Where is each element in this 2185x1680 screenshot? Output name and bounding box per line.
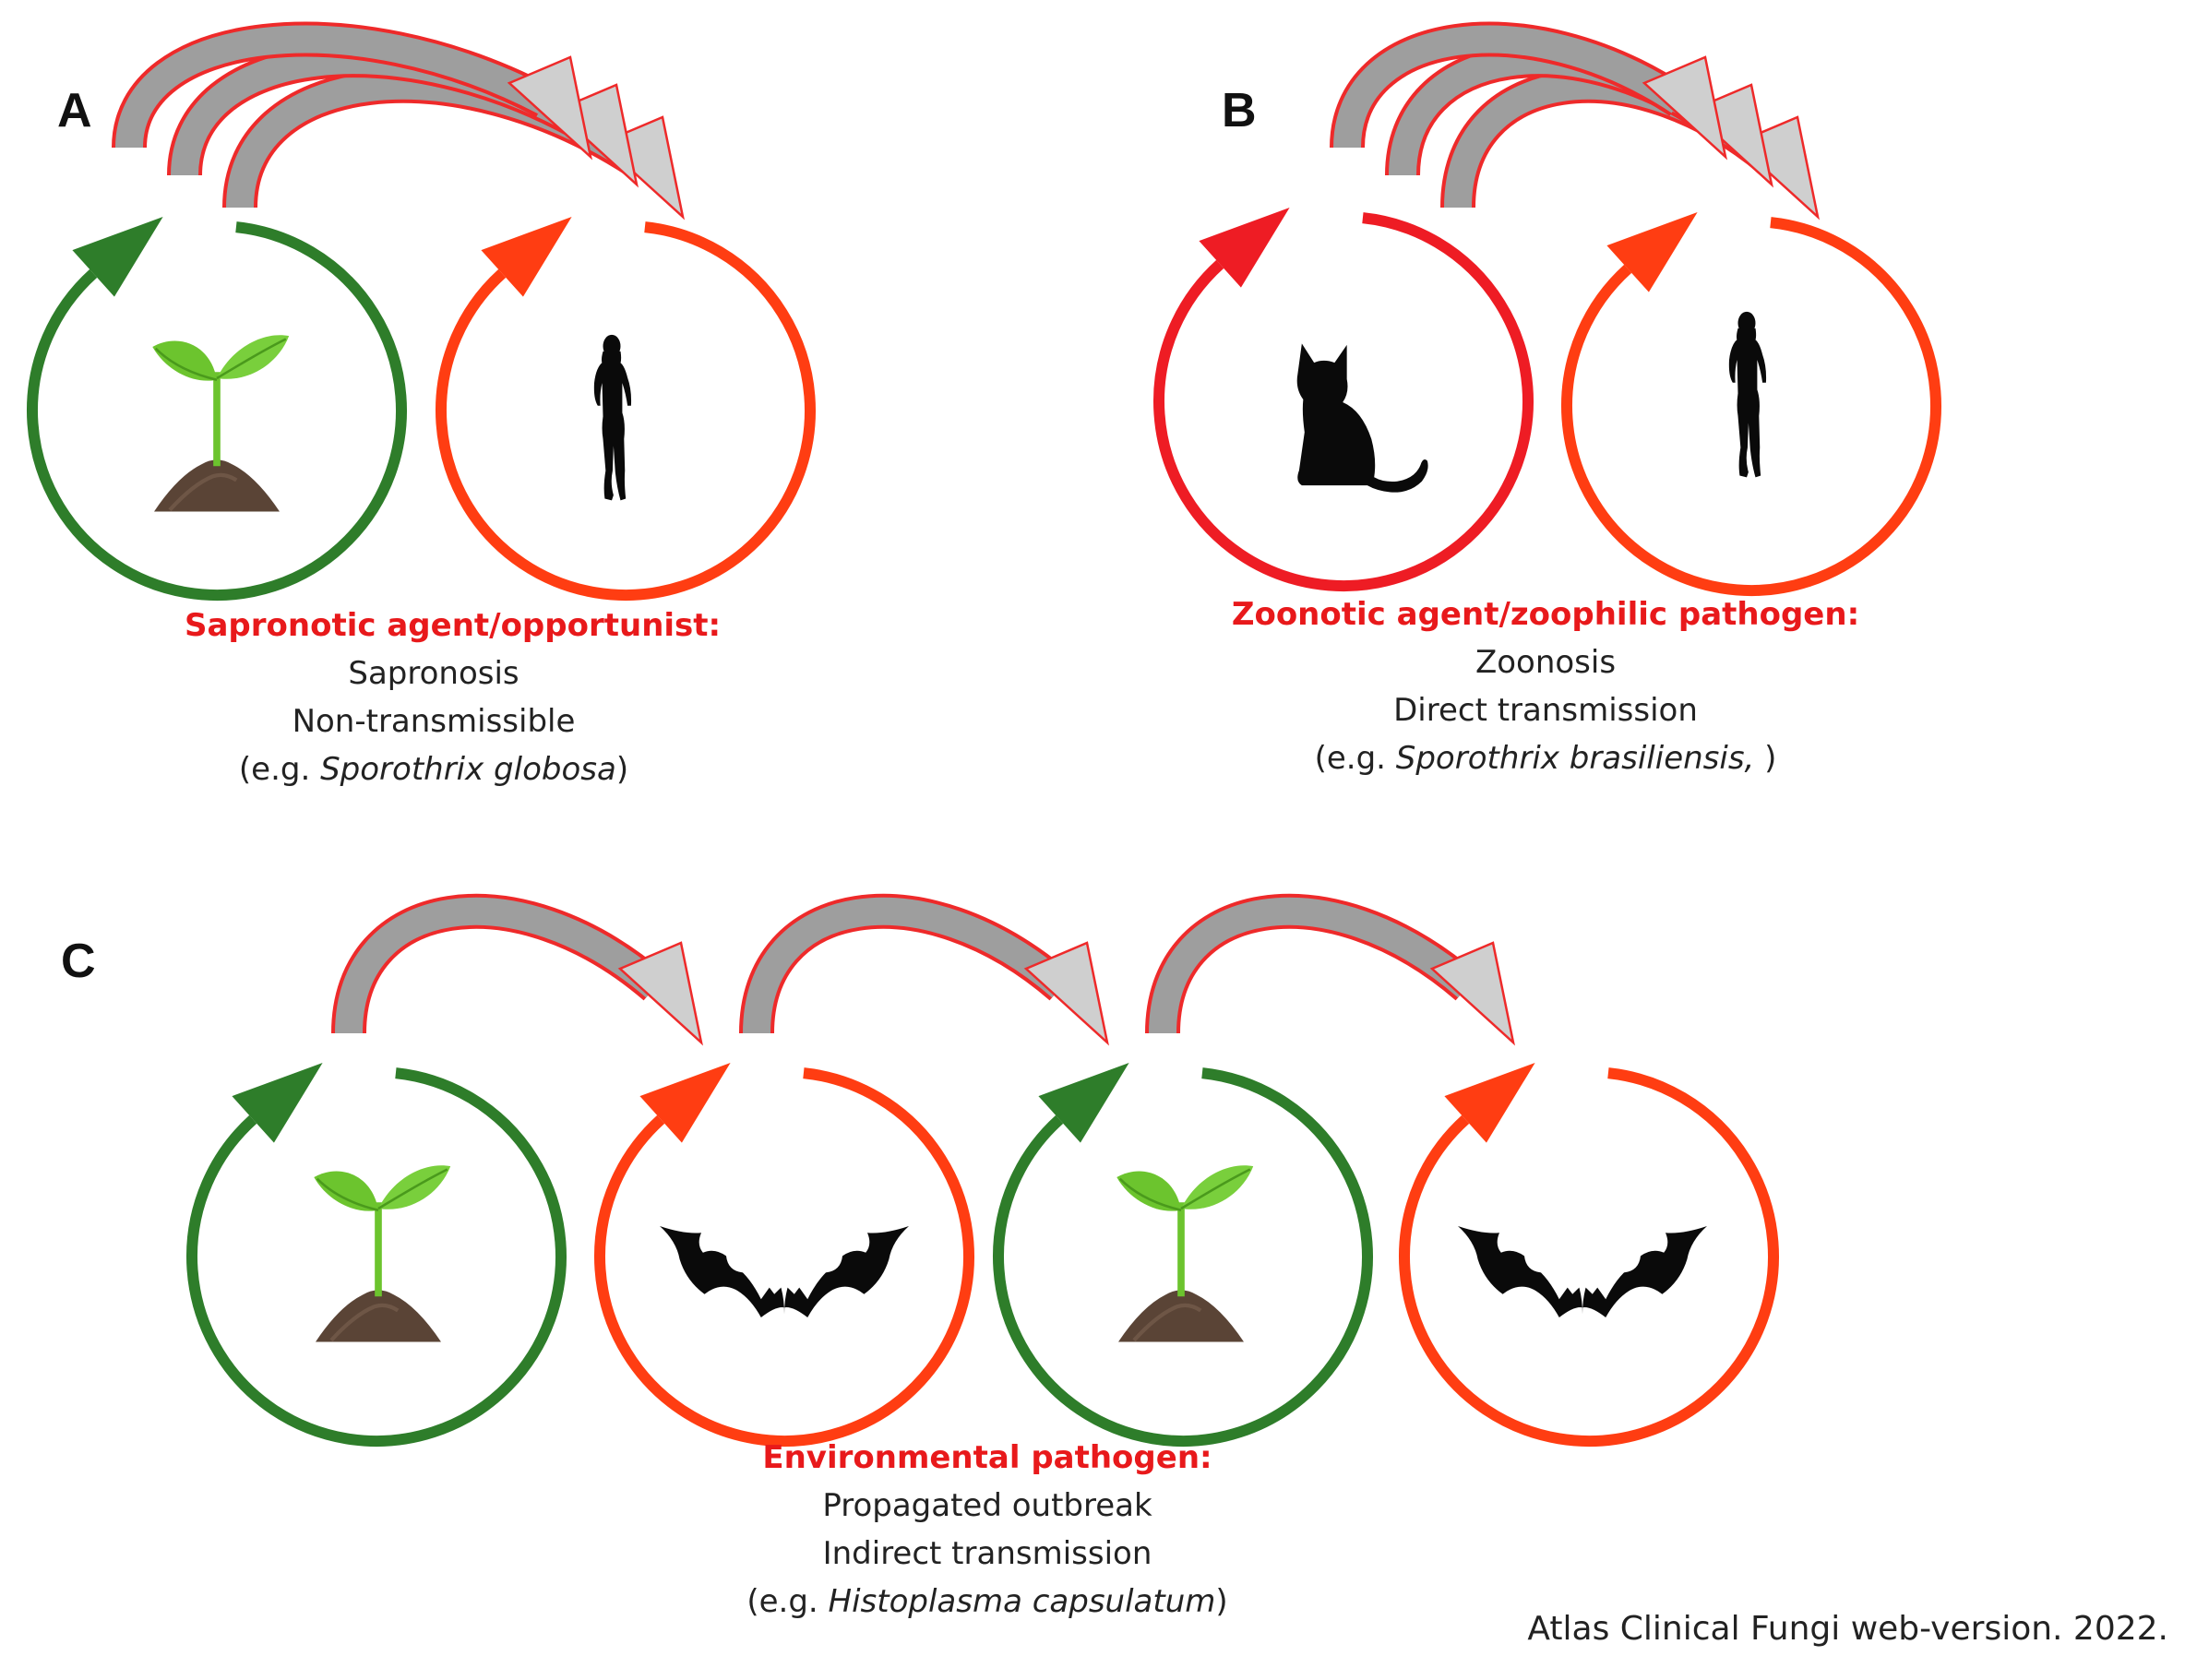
panel-b-example: (e.g. Sporothrix brasiliensis, ) — [1314, 740, 1777, 777]
panel-c-line1: Propagated outbreak — [822, 1487, 1152, 1524]
arrow-c-3-head — [1429, 941, 1515, 1046]
cycle-c-bat-1-ring — [594, 1067, 974, 1447]
walking-woman-icon — [593, 334, 632, 501]
cycle-b-cat-ring — [1153, 212, 1534, 591]
cat-icon — [1296, 343, 1428, 493]
arrow-b-1-head — [1642, 55, 1727, 161]
panel-c-line2: Indirect transmission — [822, 1535, 1152, 1572]
panel-b-species: Sporothrix brasiliensis, — [1395, 740, 1755, 777]
cycle-b-cat — [1153, 207, 1534, 591]
panel-a-example: (e.g. Sporothrix globosa) — [238, 751, 629, 788]
cycle-c-environment-2-arrowhead — [1038, 1062, 1129, 1143]
panel-a-label: A — [57, 84, 92, 137]
cycle-b-cat-arrowhead — [1199, 207, 1290, 288]
cycle-a-environment-ring — [27, 221, 407, 601]
cycle-c-bat-1 — [594, 1062, 974, 1447]
arrow-b-1 — [1330, 21, 1727, 161]
panel-c-label: C — [61, 935, 96, 988]
seedling-icon — [1116, 1165, 1253, 1341]
arrow-c-3 — [1145, 893, 1515, 1046]
cycle-c-environment-2 — [993, 1062, 1373, 1447]
cycle-b-human-ring — [1561, 217, 1941, 596]
panel-b-caption: Zoonotic agent/zoophilic pathogen: Zoono… — [1227, 590, 1864, 782]
panel-a-heading: Sapronotic agent/opportunist: — [185, 607, 722, 644]
panel-a-caption: Sapronotic agent/opportunist: Sapronosis… — [185, 602, 722, 793]
panel-c-example: (e.g. Histoplasma capsulatum) — [746, 1583, 1228, 1620]
panel-b-label: B — [1222, 84, 1257, 137]
seedling-icon — [152, 335, 289, 511]
arrow-c-2-head — [1023, 941, 1109, 1046]
cycle-c-environment-1-arrowhead — [232, 1062, 323, 1143]
walking-woman-icon — [1728, 311, 1767, 478]
panel-a-species: Sporothrix globosa — [320, 751, 616, 788]
cycle-a-human-arrowhead — [481, 216, 572, 297]
cycle-a-environment-arrowhead — [72, 216, 163, 297]
cycle-b-human-arrowhead — [1606, 211, 1698, 292]
arrow-c-2 — [739, 893, 1109, 1046]
cycle-c-bat-1-arrowhead — [639, 1062, 731, 1143]
cycle-a-environment — [27, 216, 407, 601]
cycle-c-environment-2-ring — [993, 1067, 1373, 1447]
panel-a-line1: Sapronosis — [348, 655, 519, 692]
cycle-a-human — [436, 216, 816, 601]
cycle-a-human-ring — [436, 221, 816, 601]
cycle-c-bat-2 — [1399, 1062, 1779, 1447]
seedling-icon — [314, 1165, 450, 1341]
cycle-c-environment-1 — [186, 1062, 567, 1447]
arrow-c-1-head — [617, 941, 703, 1046]
bat-icon — [660, 1226, 909, 1317]
credit-line: Atlas Clinical Fungi web-version. 2022. — [1527, 1610, 2168, 1648]
arrow-a-1-head — [507, 55, 592, 161]
cycle-c-environment-1-ring — [186, 1067, 567, 1447]
panel-b-line1: Zoonosis — [1475, 644, 1617, 681]
arrow-c-1 — [331, 893, 703, 1046]
panel-c-caption: Environmental pathogen: Propagated outbr… — [701, 1434, 1273, 1626]
cycle-b-human — [1561, 211, 1941, 596]
bat-icon — [1458, 1226, 1707, 1317]
arrow-a-1 — [112, 21, 592, 161]
panel-a-line2: Non-transmissible — [292, 703, 576, 740]
panel-c-species: Histoplasma capsulatum — [828, 1583, 1216, 1620]
panel-c-heading: Environmental pathogen: — [762, 1439, 1212, 1476]
panel-b-line2: Direct transmission — [1393, 692, 1698, 729]
cycle-c-bat-2-ring — [1399, 1067, 1779, 1447]
panel-b-heading: Zoonotic agent/zoophilic pathogen: — [1231, 596, 1860, 633]
cycle-c-bat-2-arrowhead — [1444, 1062, 1535, 1143]
